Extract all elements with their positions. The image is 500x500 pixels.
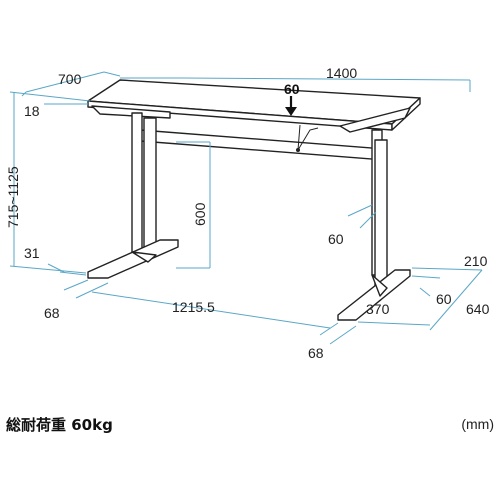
foot-gap-line [419,287,431,297]
foot-offset-line [357,321,431,326]
foot-length-line [411,267,483,271]
left-foot [87,239,179,279]
label-foot-length: 640 [466,301,490,317]
label-width: 1400 [326,65,357,81]
right-foot [337,269,411,321]
foot-inset-line [411,275,441,279]
label-frame-height: 600 [192,202,208,226]
label-foot-gap: 60 [436,291,452,307]
label-height-range: 715~1125 [5,166,21,228]
height-ext-bottom [9,265,87,274]
dimension-labels: 700 1400 60 18 715~1125 600 60 31 68 121… [5,65,490,361]
foot-height-ext [59,271,87,276]
right-top-bracket [339,107,411,133]
crank-knob [296,148,300,152]
foot-span-line [91,291,331,329]
left-foot-width-line-b [75,282,109,299]
left-foot-width-line-a [63,279,89,291]
foot-length-line-b [429,269,483,331]
height-ext-top [9,91,91,102]
label-left-foot-width: 68 [44,305,60,321]
right-foot-width-line-a [319,322,339,336]
foot-height-leader [47,263,65,273]
left-top-bracket [91,105,171,119]
label-foot-height: 31 [24,245,40,261]
right-foot-join [371,274,388,297]
label-foot-span: 1215.5 [172,299,215,315]
label-foot-offset: 370 [366,301,390,317]
dimension-lines [9,71,483,345]
right-front-column [374,139,388,289]
depth-ext-right [103,71,121,77]
label-foot-inset: 210 [464,253,488,269]
desk-drawing [87,79,421,321]
left-front-column [143,117,157,256]
depth-dim-line [25,71,105,93]
width-dim-line [181,77,471,81]
label-top-thickness: 18 [24,103,40,119]
label-handle: 60 [284,81,300,97]
crossbar-beam [139,129,386,161]
label-depth: 700 [58,71,82,87]
label-right-foot-width: 68 [308,345,324,361]
label-column-depth: 60 [328,231,344,247]
load-capacity-caption: 総耐荷重 60kg [6,416,113,434]
down-arrow-icon [285,96,297,116]
column-depth-leader-b [359,211,377,229]
right-foot-width-line-b [329,325,357,345]
left-back-column [131,112,143,253]
unit-label: (mm) [461,416,494,432]
crank-handle [297,124,319,151]
left-foot-join [131,251,157,263]
column-depth-leader-a [347,204,373,217]
